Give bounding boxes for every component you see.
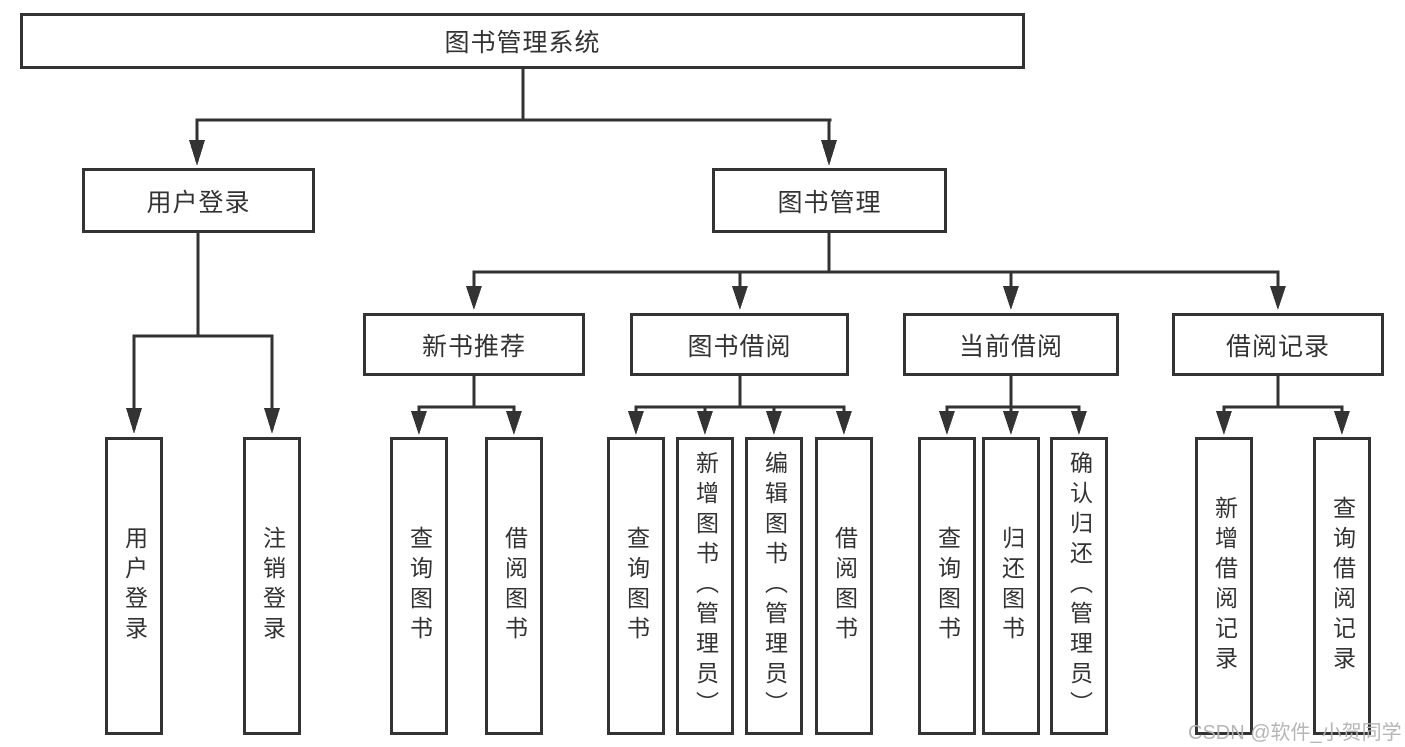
branch-new-books <box>411 374 522 435</box>
node-current-borrowing: 当前借阅 <box>903 313 1119 376</box>
node-book-borrowing: 图书借阅 <box>630 313 849 376</box>
arrowhead <box>1003 286 1019 310</box>
arrowhead <box>189 140 205 166</box>
arrowhead <box>126 408 142 434</box>
leaf-query-books-recommend: 查询图书 <box>390 437 448 735</box>
arrowhead <box>1071 411 1087 435</box>
leaf-label: 新增图书（管理员） <box>692 451 719 721</box>
branch-root <box>189 67 837 166</box>
arrowhead <box>1334 411 1350 435</box>
leaf-label: 用户登录 <box>121 526 148 646</box>
leaf-borrow-books: 借阅图书 <box>815 437 873 735</box>
node-book-management: 图书管理 <box>712 168 947 233</box>
arrowhead <box>628 411 644 435</box>
arrowhead <box>732 286 748 310</box>
arrowhead <box>939 411 955 435</box>
arrowhead <box>1216 411 1232 435</box>
leaf-return-books: 归还图书 <box>982 437 1040 735</box>
arrowhead <box>411 411 427 435</box>
leaf-label: 确认归还（管理员） <box>1066 451 1093 721</box>
arrowhead <box>836 411 852 435</box>
arrowhead <box>264 408 280 434</box>
leaf-query-books-borrowing: 查询图书 <box>607 437 665 735</box>
csdn-watermark: CSDN @软件_小贺同学 <box>1188 722 1402 744</box>
leaf-label: 查询图书 <box>406 526 433 646</box>
leaf-label: 归还图书 <box>998 526 1025 646</box>
leaf-query-books-current: 查询图书 <box>918 437 976 735</box>
node-borrowing-records: 借阅记录 <box>1172 313 1384 376</box>
leaf-label: 查询借阅记录 <box>1329 496 1356 676</box>
leaf-add-borrow-record: 新增借阅记录 <box>1195 437 1253 735</box>
node-user-login: 用户登录 <box>82 168 315 233</box>
leaf-edit-books-admin: 编辑图书（管理员） <box>745 437 803 735</box>
node-new-book-recommendation: 新书推荐 <box>363 313 585 376</box>
branch-book-borrowing <box>628 374 852 435</box>
branch-book-management <box>466 231 1286 310</box>
branch-user-login <box>126 231 280 434</box>
arrowhead <box>1270 286 1286 310</box>
leaf-label: 编辑图书（管理员） <box>761 451 788 721</box>
leaf-label: 借阅图书 <box>501 526 528 646</box>
leaf-label: 借阅图书 <box>831 526 858 646</box>
leaf-logout: 注销登录 <box>243 437 301 735</box>
arrowhead <box>506 411 522 435</box>
arrowhead <box>821 140 837 166</box>
arrowhead <box>766 411 782 435</box>
node-library-management-system: 图书管理系统 <box>20 13 1025 69</box>
leaf-user-login: 用户登录 <box>105 437 163 735</box>
leaf-add-books-admin: 新增图书（管理员） <box>676 437 734 735</box>
leaf-label: 查询图书 <box>623 526 650 646</box>
arrowhead <box>466 286 482 310</box>
leaf-borrow-books-recommend: 借阅图书 <box>485 437 543 735</box>
branch-current-borrowing <box>939 374 1087 435</box>
arrowhead <box>1003 411 1019 435</box>
arrowhead <box>697 411 713 435</box>
leaf-confirm-return-admin: 确认归还（管理员） <box>1050 437 1108 735</box>
leaf-label: 注销登录 <box>259 526 286 646</box>
leaf-label: 查询图书 <box>934 526 961 646</box>
leaf-query-borrow-record: 查询借阅记录 <box>1313 437 1371 735</box>
leaf-label: 新增借阅记录 <box>1211 496 1238 676</box>
branch-borrowing-records <box>1216 374 1350 435</box>
